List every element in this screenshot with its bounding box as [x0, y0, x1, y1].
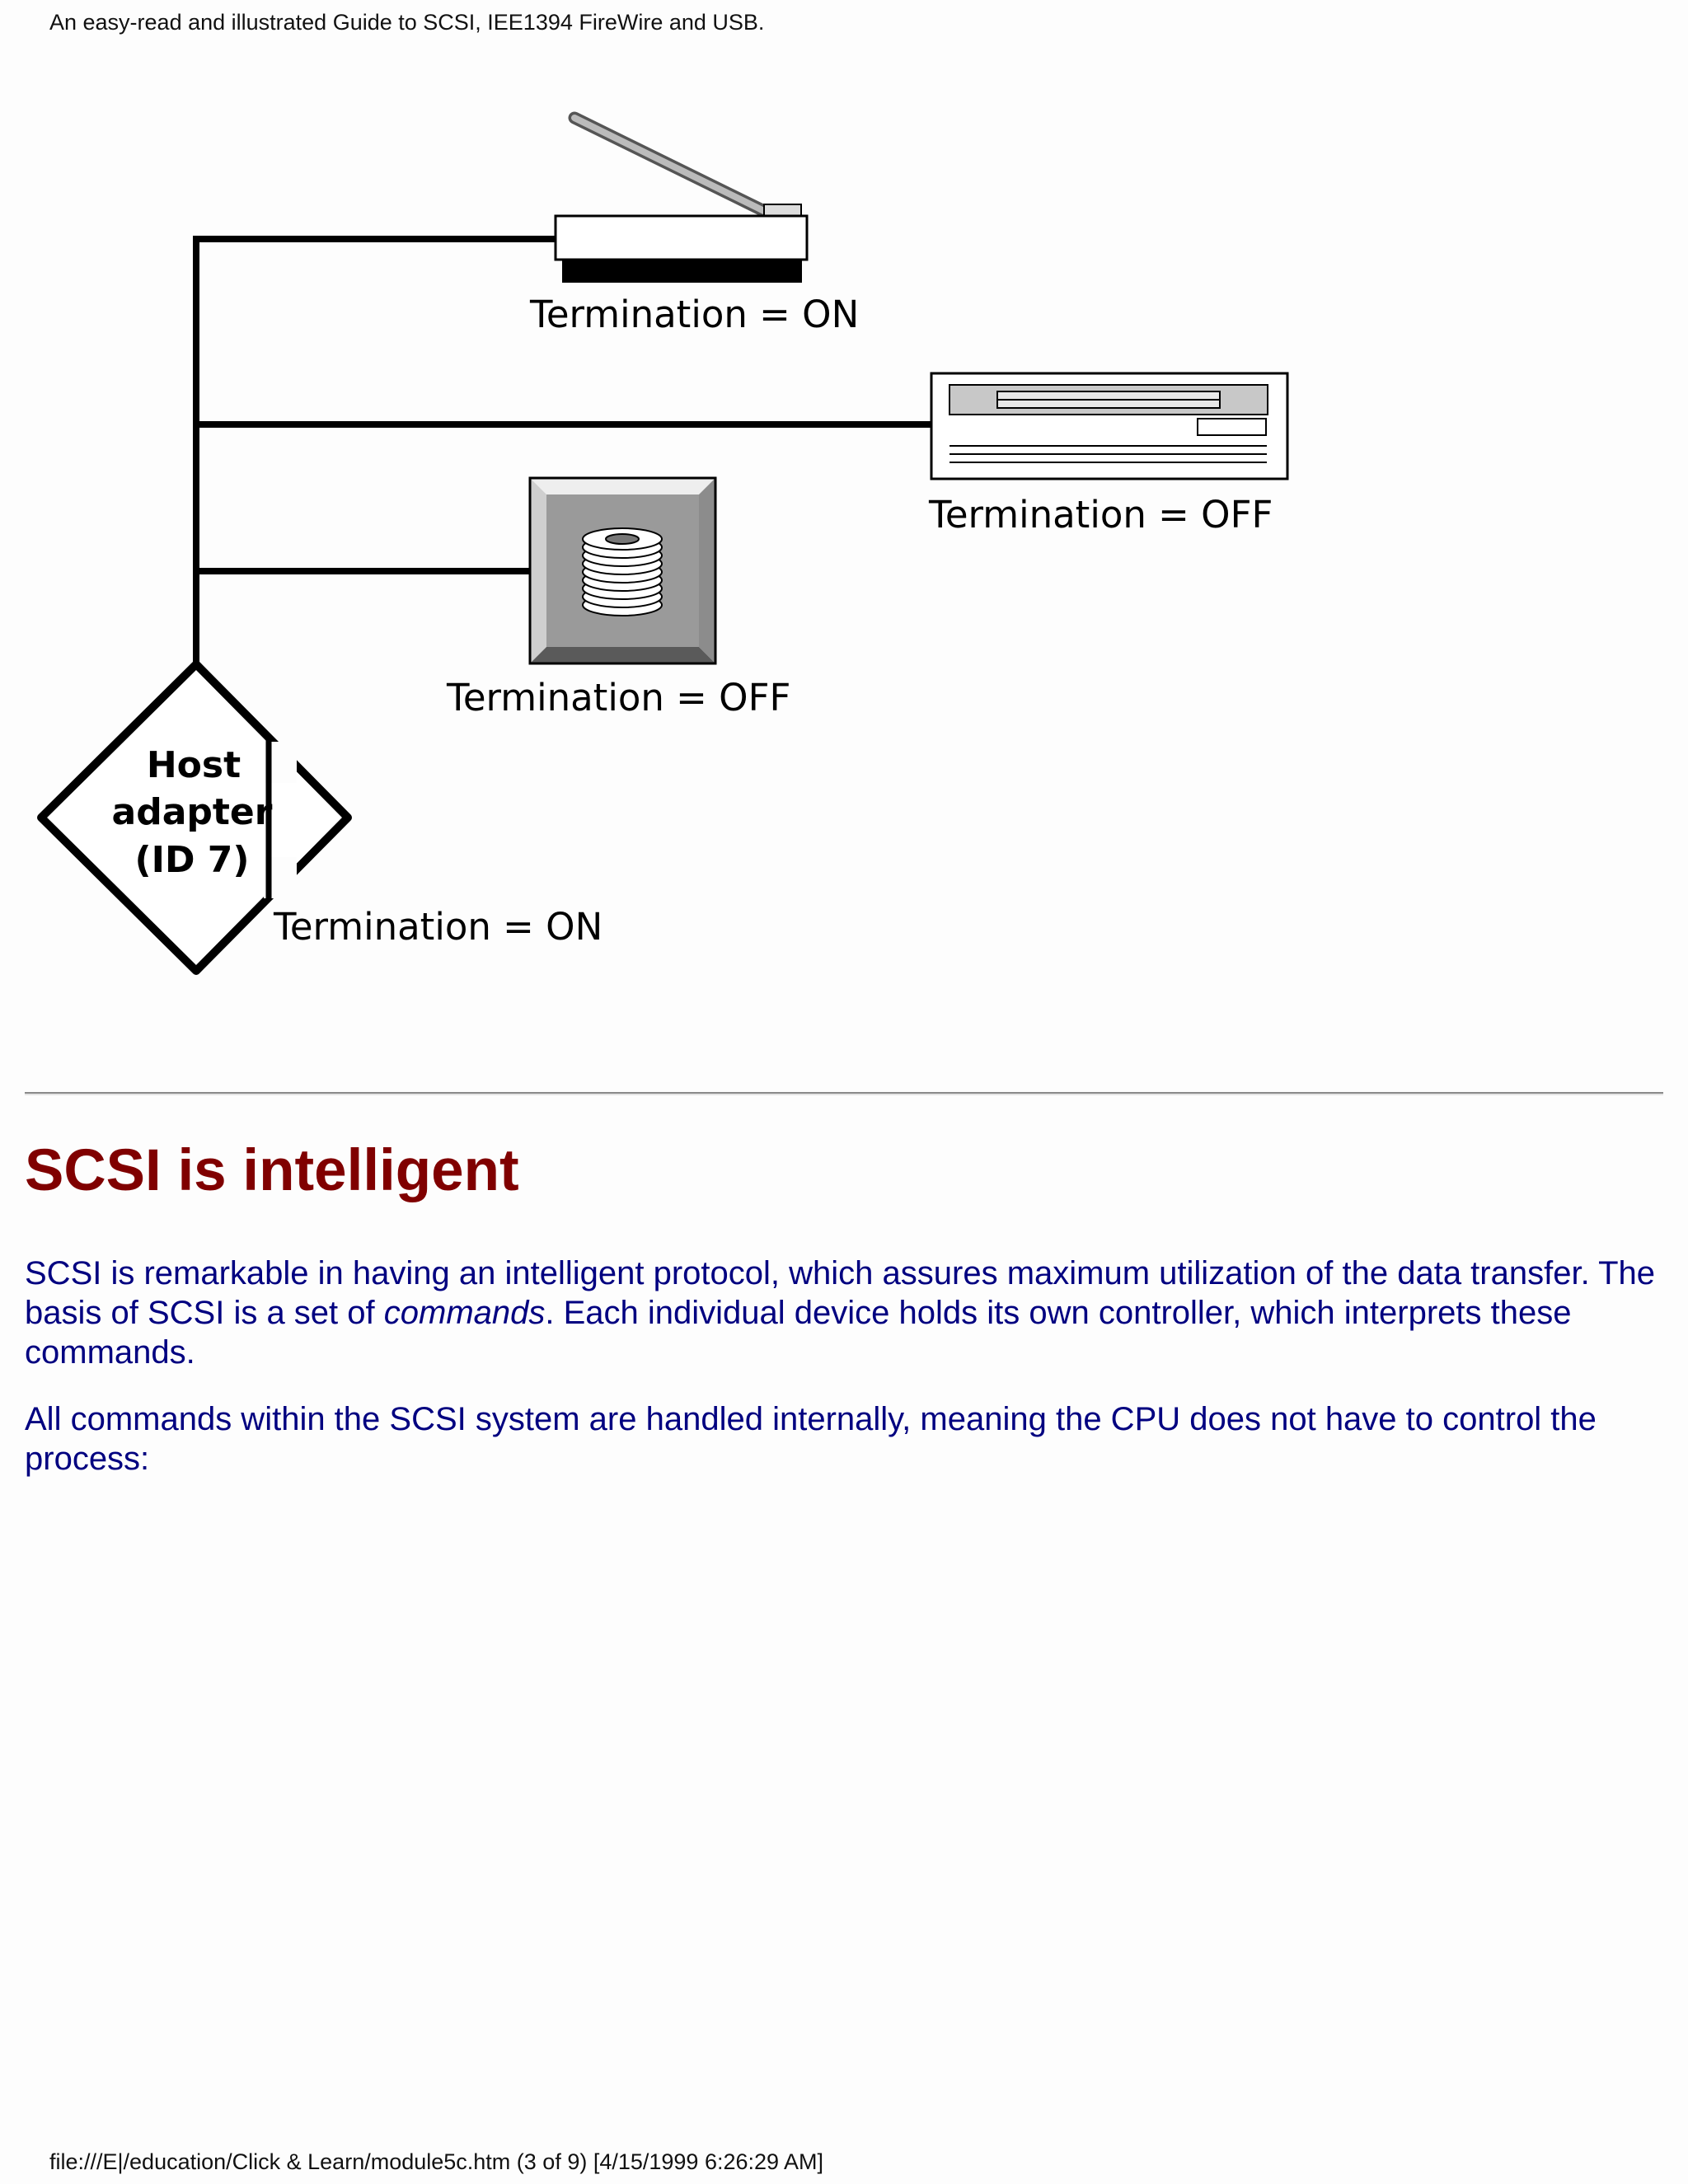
- cd-drive-icon: [528, 476, 717, 665]
- tape-termination-label: Termination = OFF: [928, 493, 1273, 537]
- tape-drive-icon: [930, 372, 1289, 480]
- host-adapter-label-line3: (ID 7): [134, 839, 249, 881]
- scsi-bus-cable: [193, 236, 935, 666]
- host-adapter-label-line1: Host: [147, 744, 241, 786]
- commands-emphasis: commands: [383, 1295, 546, 1331]
- commands-paragraph: All commands within the SCSI system are …: [25, 1401, 1597, 1477]
- intro-text-start: SCSI is remarkable in having an intellig…: [25, 1255, 1656, 1331]
- page-footer: file:///E|/education/Click & Learn/modul…: [49, 2149, 824, 2174]
- host-adapter-icon: [37, 660, 352, 975]
- scanner-termination-label: Termination = ON: [529, 293, 859, 336]
- host-termination-label: Termination = ON: [273, 905, 603, 949]
- scsi-termination-diagram: Termination = ON Termination = OFF: [37, 111, 1289, 975]
- intro-paragraph: SCSI is remarkable in having an intellig…: [25, 1254, 1665, 1372]
- section-heading: SCSI is intelligent: [25, 1138, 519, 1203]
- intro-text-end: . Each individual device holds its own c…: [25, 1295, 1572, 1371]
- host-adapter-label-line2: adapter: [112, 791, 273, 833]
- cd-termination-label: Termination = OFF: [446, 676, 790, 719]
- page-header: An easy-read and illustrated Guide to SC…: [49, 10, 765, 35]
- scanner-icon: [554, 111, 809, 283]
- horizontal-rule: [25, 1092, 1663, 1095]
